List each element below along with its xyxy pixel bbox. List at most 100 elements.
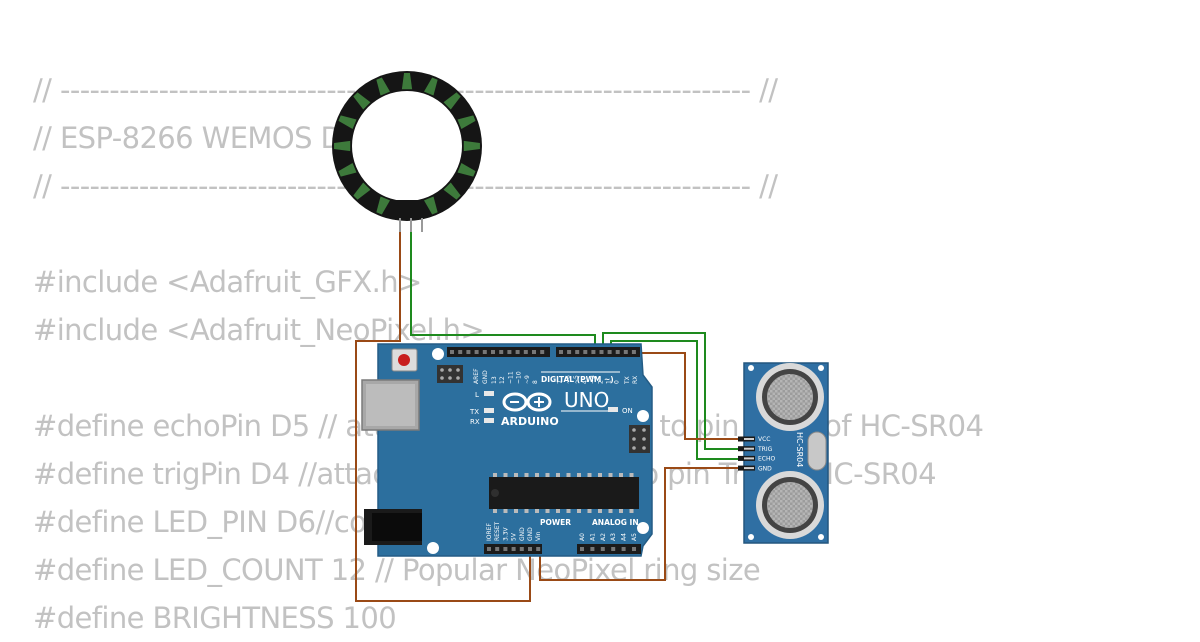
gnd-label: GND: [482, 370, 489, 384]
header-pin: [583, 350, 588, 354]
header-pin: [491, 350, 495, 354]
header-pin: [540, 350, 545, 354]
reset-button[interactable]: [391, 348, 418, 372]
power-pin-label: 5V: [511, 532, 518, 541]
ring-led-segment: [463, 140, 480, 152]
ring-led-segment: [376, 77, 391, 96]
ring-led-segment: [334, 140, 351, 152]
power-pin-label: Vin: [535, 531, 542, 541]
analog-pin-label: A0: [579, 533, 586, 541]
neopixel-ring[interactable]: [332, 71, 482, 232]
digital-pin-label: ~5: [573, 375, 580, 384]
code-line: #include <Adafruit_GFX.h>: [33, 265, 422, 299]
ring-led-segment: [338, 162, 357, 177]
analog-pin-label: A1: [589, 533, 596, 541]
digital-label: DIGITAL (PWM ~): [541, 375, 614, 384]
digital-pin-label: ~11: [507, 371, 514, 384]
on-led: [608, 407, 618, 412]
digital-pin-label: 4: [581, 380, 588, 384]
digital-pin-label: 8: [532, 380, 539, 384]
header-pin: [474, 350, 479, 354]
wire-ring-gnd: [355, 228, 531, 602]
ring-led-segment: [443, 92, 461, 110]
power-pin-label: IOREF: [486, 523, 493, 541]
mounting-hole: [637, 410, 649, 422]
arduino-model: UNO: [564, 388, 609, 412]
atmega-chip: [489, 473, 639, 513]
ring-led-segment: [457, 115, 476, 130]
power-pin-label: GND: [519, 527, 526, 541]
ring-led-segment: [376, 196, 391, 215]
digital-pin-label: 0: [614, 380, 621, 384]
sensor-pin-label: GND: [758, 465, 772, 472]
mounting-hole: [748, 534, 754, 540]
digital-pin-label: 12: [499, 376, 506, 384]
analog-pin-label: A5: [631, 533, 638, 541]
code-line: #include <Adafruit_NeoPixel.h>: [33, 313, 485, 347]
header-pin: [511, 547, 516, 551]
wire-ring-data: [410, 228, 596, 350]
l-led: [484, 391, 494, 396]
header-pin: [599, 350, 604, 354]
header-pin: [580, 547, 584, 551]
ring-led-segment: [423, 77, 438, 96]
header-pin: [523, 350, 528, 354]
header-pin: [532, 350, 536, 354]
icsp-header: [437, 365, 463, 383]
digital-pin-label: ~6: [565, 375, 572, 384]
header-pin: [482, 350, 487, 354]
rxo-label: RX: [632, 376, 639, 384]
analog-pin-label: A4: [621, 533, 628, 541]
rx-led-label: RX: [470, 418, 480, 426]
arduino-brand: ARDUINO: [501, 415, 559, 428]
header-pin: [590, 547, 595, 551]
header-pin: [450, 350, 454, 354]
on-label: ON: [622, 407, 633, 415]
power-pin-label: GND: [527, 527, 534, 541]
ring-led-segment: [457, 162, 476, 177]
header-pin: [615, 350, 620, 354]
l-led-label: L: [475, 391, 479, 399]
digital-pin-label: 13: [491, 376, 498, 384]
header-pin: [536, 547, 541, 551]
txo-label: TX: [624, 376, 631, 385]
header-pin: [631, 350, 636, 354]
ring-leds: [334, 73, 480, 219]
ring-led-segment: [423, 196, 438, 215]
power-pin-label: 3.3V: [502, 526, 509, 541]
header-pin: [607, 350, 612, 354]
mounting-hole: [427, 542, 439, 554]
code-line: #define LED_PIN D6//connect: [33, 505, 446, 539]
header-pin: [507, 350, 512, 354]
ring-led-segment: [401, 73, 413, 90]
mounting-hole: [818, 365, 824, 371]
digital-pin-label: ~3: [589, 375, 596, 384]
header-pin: [458, 350, 463, 354]
digital-pin-label: ~9: [524, 375, 531, 384]
arduino-logo: [502, 392, 552, 412]
power-label: POWER: [540, 518, 571, 527]
wire-sensor-vcc: [539, 467, 747, 581]
analog-pin-label: A2: [600, 533, 607, 541]
header-pin: [487, 547, 491, 551]
power-jack: [364, 509, 422, 545]
ring-led-segment: [338, 115, 357, 130]
header-pin: [611, 547, 616, 551]
header-pin: [632, 547, 636, 551]
header-pin: [466, 350, 471, 354]
digital-header-left: [447, 347, 550, 357]
transducer-bottom: [756, 471, 824, 539]
header-pin: [503, 547, 508, 551]
header-pin: [567, 350, 572, 354]
digital-header-right: [556, 347, 640, 357]
digital-pin-label: ~10: [516, 371, 523, 384]
header-pin: [515, 350, 520, 354]
sensor-pin-label: TRIG: [757, 446, 773, 453]
header-pin: [623, 350, 628, 354]
digital-pin-label: 2: [598, 380, 605, 384]
analog-header: [577, 544, 641, 554]
rx-led: [484, 418, 494, 423]
